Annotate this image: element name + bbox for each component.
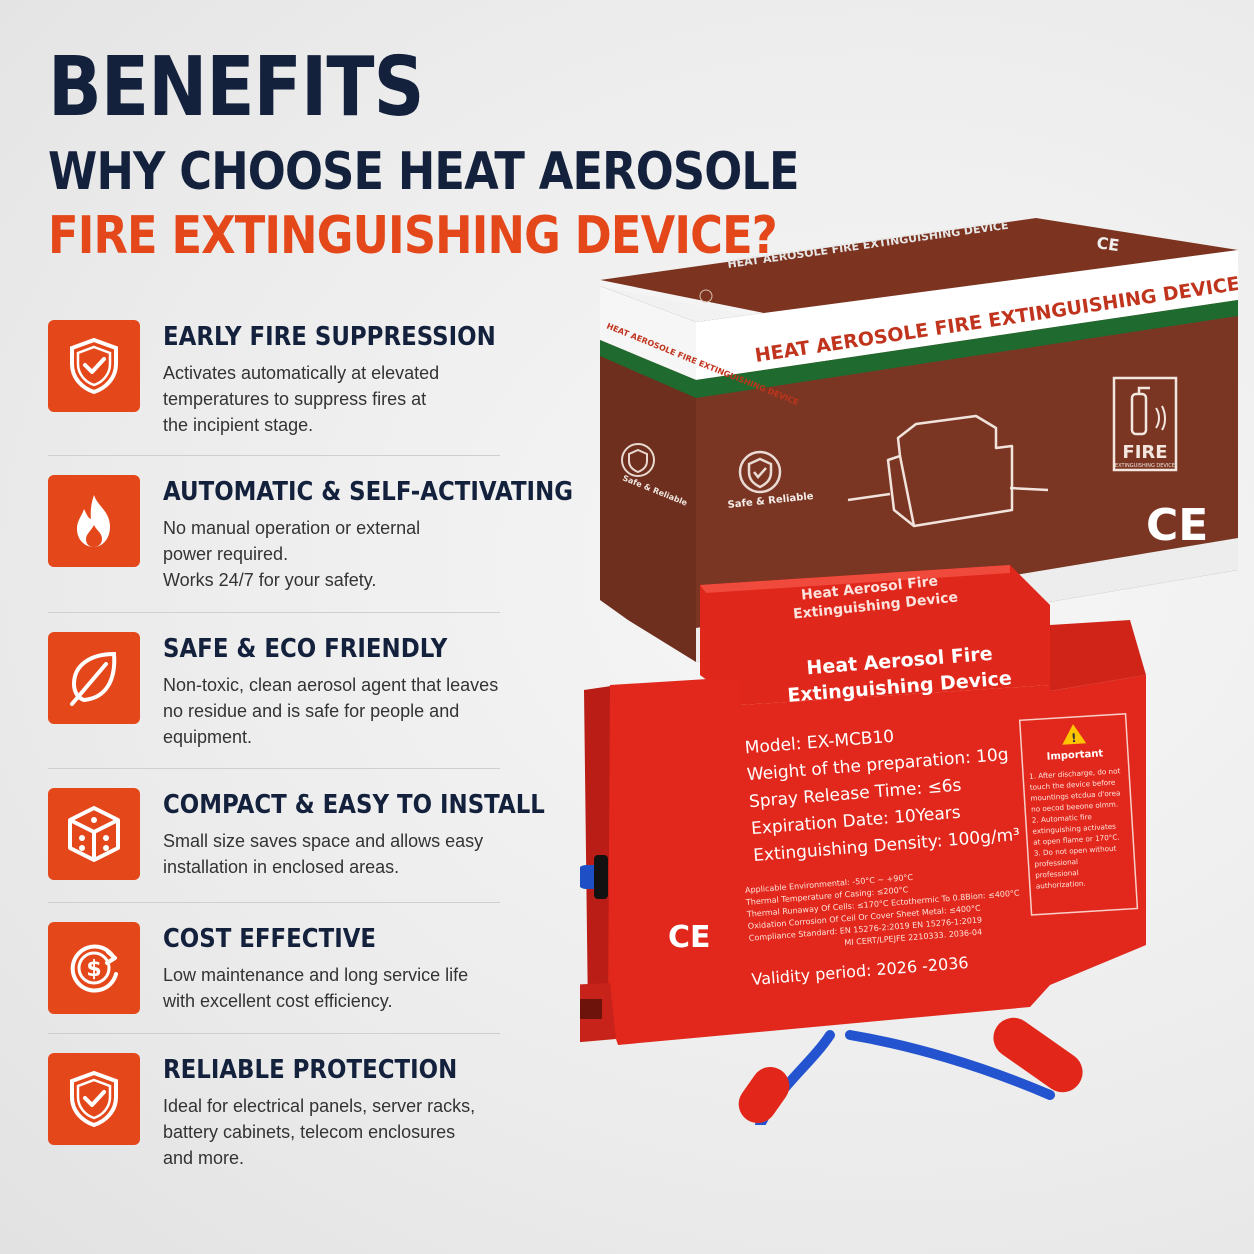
important-line: professional [1034,857,1078,869]
svg-text:$: $ [86,957,101,982]
page-subtitle-line1: WHY CHOOSE HEAT AEROSOLE [48,142,800,202]
page-title: BENEFITS [48,40,424,135]
divider [48,1033,500,1034]
sensor-wires [738,1017,1083,1125]
benefit-title: AUTOMATIC & SELF-ACTIVATING [163,477,573,507]
cube-icon [48,788,140,880]
benefit-title: EARLY FIRE SUPPRESSION [163,322,496,352]
blue-activation-knob [580,855,608,899]
divider [48,902,500,903]
important-line: 2. Automatic fire [1032,812,1093,825]
divider [48,612,500,613]
benefit-title: SAFE & ECO FRIENDLY [163,634,448,664]
important-title: Important [1046,748,1103,762]
shield-check-icon [621,443,655,477]
fire-label: FIRE [1122,442,1167,463]
benefit-automatic-self-activating: AUTOMATIC & SELF-ACTIVATING No manual op… [48,475,573,595]
benefit-title: RELIABLE PROTECTION [163,1055,458,1085]
red-device: Heat Aerosol Fire Extinguishing Device H… [580,565,1146,1125]
device-outline-drawing [847,414,1049,528]
divider [48,768,500,769]
benefit-description: Low maintenance and long service life wi… [163,965,469,1011]
ce-mark: CE [1095,233,1120,255]
benefit-title: COMPACT & EASY TO INSTALL [163,790,545,820]
shield-check-icon [48,1053,140,1145]
benefit-compact-easy-install: COMPACT & EASY TO INSTALL Small size sav… [48,788,545,888]
benefit-description: Ideal for electrical panels, server rack… [163,1096,476,1168]
benefit-reliable-protection: RELIABLE PROTECTION Ideal for electrical… [48,1053,500,1173]
benefit-title: COST EFFECTIVE [163,924,377,954]
benefit-safe-eco-friendly: SAFE & ECO FRIENDLY Non-toxic, clean aer… [48,632,500,752]
divider [48,455,500,456]
svg-text:!: ! [1071,731,1077,745]
benefit-cost-effective: $ COST EFFECTIVE Low maintenance and lon… [48,922,500,1022]
fire-extinguisher-sign: FIRE EXTINGUISHING DEVICE [1112,376,1178,472]
benefit-description: Small size saves space and allows easy i… [163,831,484,877]
important-line: professional [1035,868,1079,880]
important-line: authorization. [1036,879,1086,891]
benefit-description: No manual operation or external power re… [163,518,421,590]
benefit-description: Non-toxic, clean aerosol agent that leav… [163,675,499,747]
ce-mark: CE [1146,500,1208,551]
fire-sublabel: EXTINGUISHING DEVICE [1115,463,1175,469]
shield-check-icon [738,450,782,494]
dollar-cycle-icon: $ [48,922,140,1014]
flame-icon [48,475,140,567]
benefit-early-fire-suppression: EARLY FIRE SUPPRESSION Activates automat… [48,320,500,440]
page-subtitle-line2: FIRE EXTINGUISHING DEVICE? [48,206,778,266]
shield-check-icon [48,320,140,412]
benefit-description: Activates automatically at elevated temp… [163,363,440,435]
product-box: HEAT AEROSOLE FIRE EXTINGUISHING DEVICE … [600,218,1238,662]
leaf-icon [48,632,140,724]
ce-mark: CE [668,920,711,955]
